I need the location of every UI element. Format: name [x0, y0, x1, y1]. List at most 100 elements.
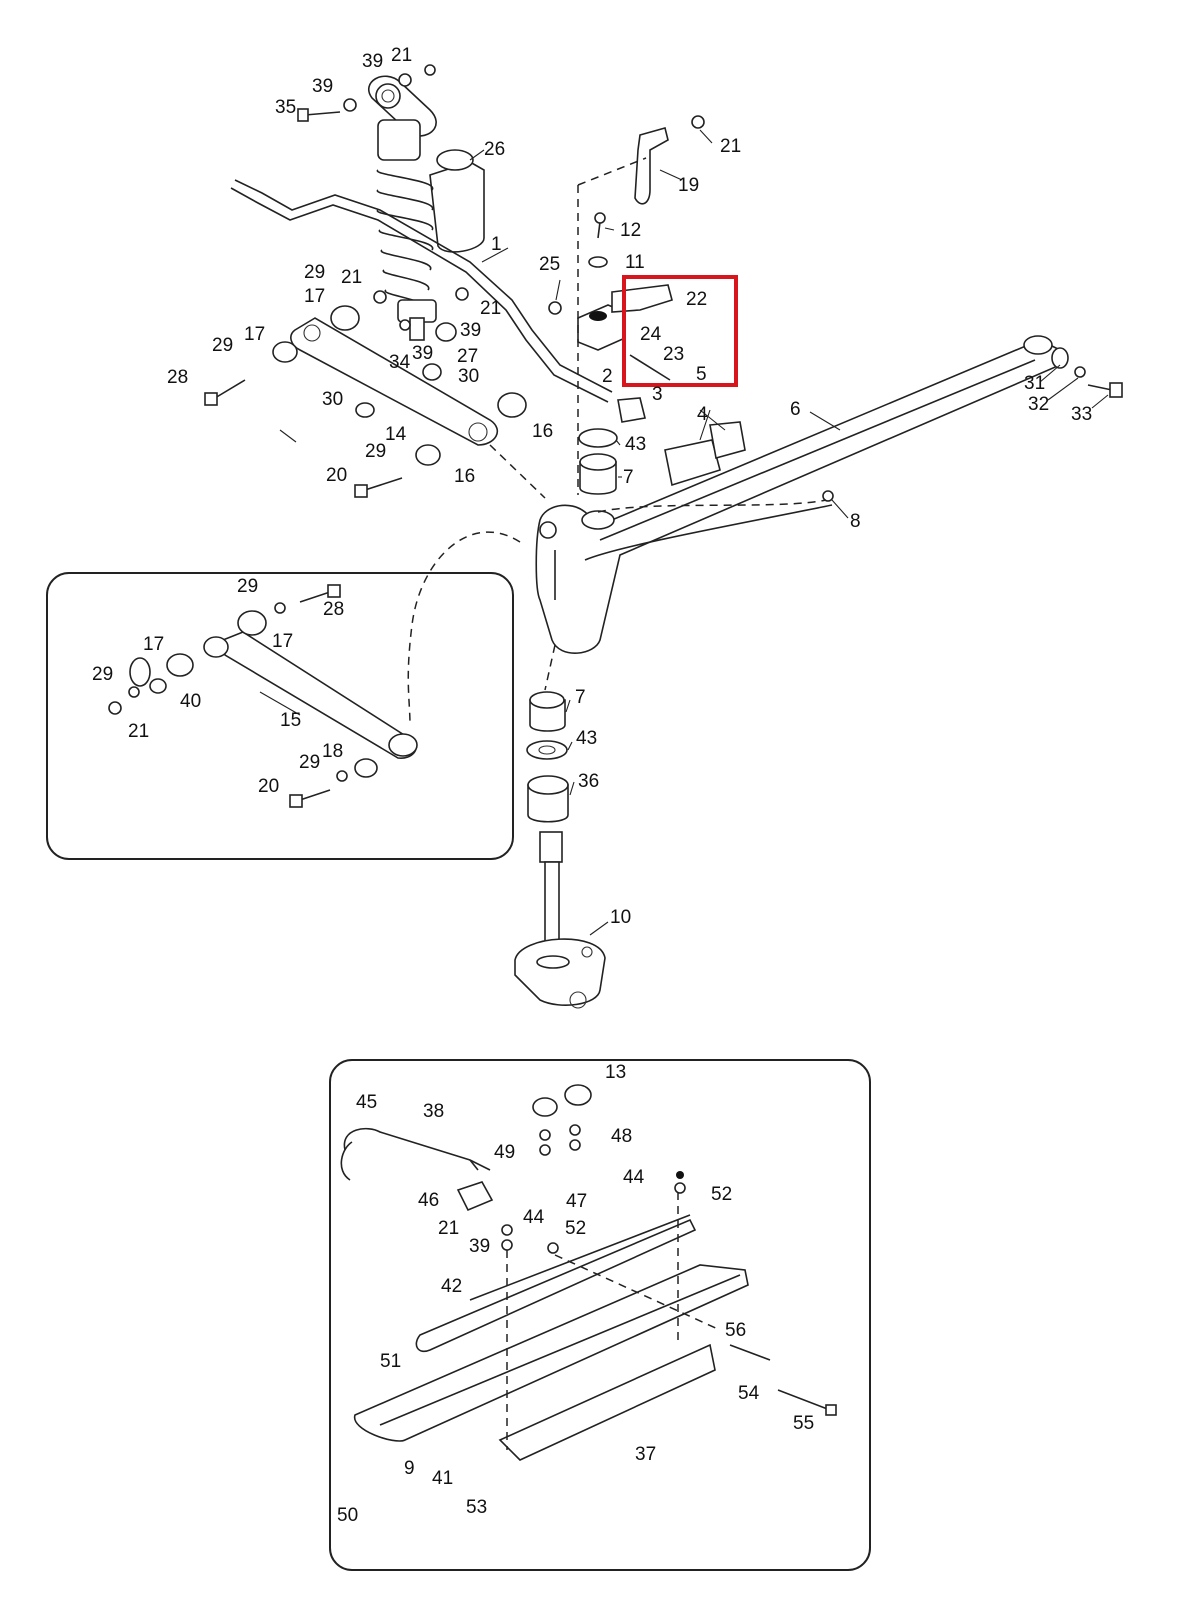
part-label-30-b: 30 — [322, 389, 343, 410]
part-label-10: 10 — [610, 907, 631, 928]
part-label-33: 33 — [1071, 404, 1092, 425]
highlight-box — [622, 275, 738, 387]
part-label-15: 15 — [280, 710, 301, 731]
part-label-21-a: 21 — [391, 45, 412, 66]
rocker-link — [290, 317, 499, 446]
part-number-labels: 1 2 3 4 5 6 7 7 8 9 10 11 12 13 14 15 16… — [92, 45, 1092, 1526]
part-label-49: 49 — [494, 1142, 515, 1163]
part-label-21-f: 21 — [438, 1218, 459, 1239]
part-label-31: 31 — [1024, 373, 1045, 394]
spindle — [514, 831, 606, 1009]
part-label-17-b: 17 — [244, 324, 265, 345]
part-label-18: 18 — [322, 741, 343, 762]
part-label-3: 3 — [652, 384, 663, 405]
part-label-42: 42 — [441, 1276, 462, 1297]
part-label-30-a: 30 — [458, 366, 479, 387]
part-label-9: 9 — [404, 1458, 415, 1479]
steering-block — [617, 397, 746, 487]
inset-frame-ski — [329, 1059, 871, 1571]
part-label-44-a: 44 — [623, 1167, 645, 1188]
part-label-7-lower: 7 — [575, 687, 586, 708]
bolts — [204, 108, 1123, 498]
part-label-39-d: 39 — [412, 343, 433, 364]
part-label-28-a: 28 — [167, 367, 188, 388]
part-label-16-lower: 16 — [454, 466, 475, 487]
part-label-29-d: 29 — [237, 576, 258, 597]
part-label-54: 54 — [738, 1383, 760, 1404]
part-label-29-a: 29 — [304, 262, 325, 283]
part-label-48: 48 — [611, 1126, 632, 1147]
part-label-29-c: 29 — [365, 441, 386, 462]
part-label-21-e: 21 — [128, 721, 149, 742]
tie-rod-inset-parts — [108, 584, 418, 808]
part-label-45: 45 — [356, 1092, 377, 1113]
ski-inset-parts — [340, 1084, 837, 1461]
part-label-53: 53 — [466, 1497, 487, 1518]
part-label-28-b: 28 — [323, 599, 344, 620]
part-label-25: 25 — [539, 254, 560, 275]
part-label-29-e: 29 — [92, 664, 113, 685]
part-label-43-lower: 43 — [576, 728, 597, 749]
assembly-dashed-lines — [407, 157, 827, 726]
part-label-55: 55 — [793, 1413, 814, 1434]
part-label-39-b: 39 — [312, 76, 333, 97]
part-label-4: 4 — [697, 404, 708, 425]
part-label-40: 40 — [180, 691, 201, 712]
part-label-32: 32 — [1028, 394, 1049, 415]
part-label-27: 27 — [457, 346, 478, 367]
part-label-50: 50 — [337, 1505, 358, 1526]
part-label-39-e: 39 — [469, 1236, 490, 1257]
bushings — [272, 64, 705, 466]
part-label-51: 51 — [380, 1351, 401, 1372]
part-label-17-d: 17 — [272, 631, 293, 652]
part-label-14: 14 — [385, 424, 407, 445]
part-label-20-b: 20 — [258, 776, 279, 797]
washer-43-upper — [578, 428, 618, 448]
part-label-23: 23 — [663, 344, 684, 365]
part-label-1: 1 — [491, 234, 502, 255]
part-label-35: 35 — [275, 97, 296, 118]
inset-frame-tie-rod — [46, 572, 514, 860]
part-label-13: 13 — [605, 1062, 626, 1083]
part-label-11: 11 — [625, 252, 645, 273]
part-label-41: 41 — [432, 1468, 453, 1489]
part-label-26: 26 — [484, 139, 505, 160]
part-label-29-f: 29 — [299, 752, 320, 773]
washer-43-lower — [526, 740, 568, 760]
part-label-17-a: 17 — [304, 286, 325, 307]
part-label-5: 5 — [696, 364, 707, 385]
part-label-8: 8 — [850, 511, 861, 532]
part-label-2: 2 — [602, 366, 613, 387]
bracket-19 — [634, 127, 669, 205]
part-label-16-right: 16 — [532, 421, 553, 442]
part-label-56: 56 — [725, 1320, 746, 1341]
part-label-19: 19 — [678, 175, 699, 196]
part-label-52-a: 52 — [711, 1184, 732, 1205]
part-label-39-c: 39 — [460, 320, 481, 341]
part-label-36: 36 — [578, 771, 599, 792]
part-label-21-b: 21 — [720, 136, 741, 157]
end-bushings — [548, 301, 1086, 502]
part-label-38: 38 — [423, 1101, 444, 1122]
bushing-36 — [527, 784, 569, 823]
part-label-21-d: 21 — [480, 298, 501, 319]
shock-absorber — [368, 75, 485, 341]
trailing-arm-assembly — [535, 335, 1061, 654]
part-label-12: 12 — [620, 220, 641, 241]
part-label-29-b: 29 — [212, 335, 233, 356]
part-label-37: 37 — [635, 1444, 656, 1465]
part-label-34: 34 — [389, 352, 411, 373]
bushing-7-upper — [579, 461, 617, 495]
part-label-44-b: 44 — [523, 1207, 545, 1228]
part-label-6: 6 — [790, 399, 801, 420]
part-label-21-c: 21 — [341, 267, 362, 288]
sway-bar — [234, 179, 613, 393]
part-label-17-c: 17 — [143, 634, 164, 655]
part-label-47: 47 — [566, 1191, 587, 1212]
part-label-20-a: 20 — [326, 465, 347, 486]
leader-lines — [259, 129, 1109, 936]
part-label-52-b: 52 — [565, 1218, 586, 1239]
part-label-43-upper: 43 — [625, 434, 646, 455]
clamp-assembly — [577, 256, 673, 351]
